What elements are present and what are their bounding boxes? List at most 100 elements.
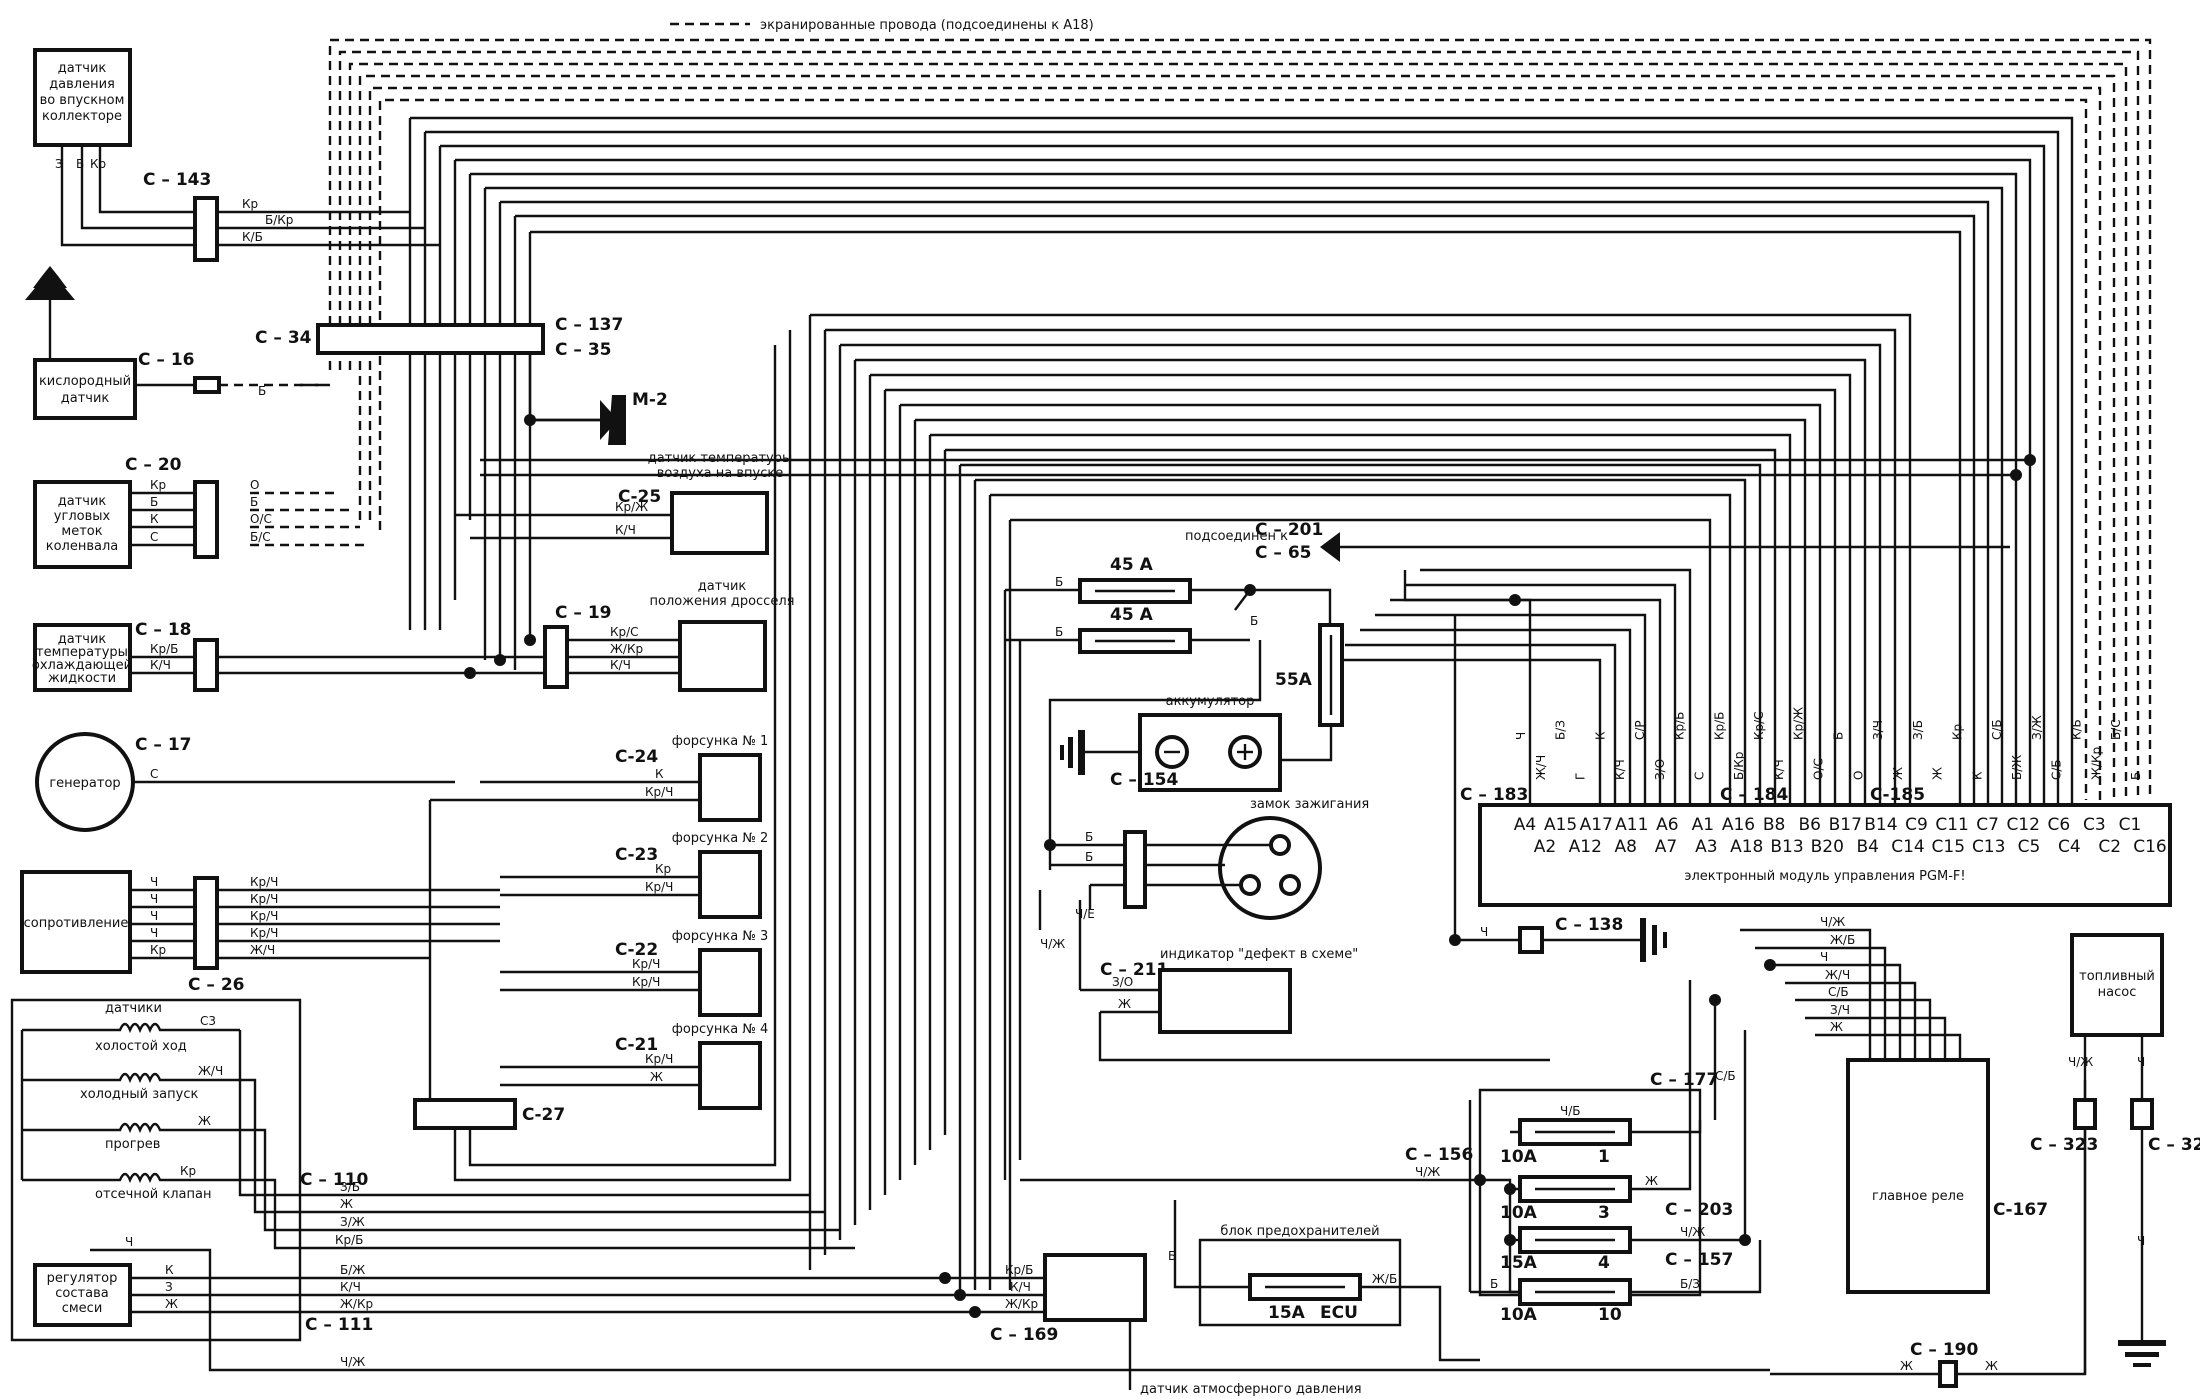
inj1-w2: Кр/Ч	[645, 785, 673, 799]
inj3-label: форсунка № 3	[672, 929, 769, 944]
ecu-pin-bottom-9: С14	[1891, 837, 1925, 857]
sensors-group-label: датчики	[105, 1001, 162, 1016]
fuse10-wire: Б/З	[1680, 1277, 1700, 1291]
res-w5: Кр	[150, 943, 166, 957]
mix-w7: Ч/Ж	[340, 1355, 365, 1369]
baro-box	[1043, 1253, 1147, 1322]
map-sensor-label-1: датчик	[58, 61, 107, 76]
c324-connector	[2130, 1098, 2154, 1130]
relay-w8: С/Б	[1715, 1069, 1736, 1083]
res-w1: Ч	[150, 875, 158, 889]
inj2-w1: Кр	[655, 862, 671, 876]
injectors: С-24 форсунка № 1 К Кр/Ч С-23 форсунка №…	[428, 734, 769, 1110]
ecu-pin-bottom-4: А3	[1695, 837, 1717, 857]
map-sensor-label-3: во впускном	[40, 93, 125, 108]
ecu-pin-bottom-6: В13	[1770, 837, 1803, 857]
oxygen-sensor-symbol	[25, 266, 75, 360]
res-w2: Ч	[150, 892, 158, 906]
map-sensor: датчик давления во впускном коллекторе З…	[33, 48, 440, 262]
res-w4: Ч	[150, 926, 158, 940]
relay-w7: Ж	[1830, 1020, 1843, 1034]
idle-label: холостой ход	[95, 1039, 187, 1054]
ecu-pin-bottom-13: С4	[2058, 837, 2081, 857]
c203-label: С – 203	[1665, 1200, 1733, 1220]
pump-w1: Ч/Ж	[2068, 1055, 2093, 1069]
crank-w2: Б	[150, 495, 158, 509]
tps-box	[678, 620, 767, 692]
o2-label-2: датчик	[61, 391, 110, 406]
c177-label: С – 177	[1650, 1070, 1718, 1090]
ecu-pin-top-6: А16	[1722, 815, 1755, 835]
crank-w6: Б	[250, 495, 258, 509]
ecu-pin-bottom-8: В4	[1856, 837, 1878, 857]
ecu-wire-label-14: Кр/Ж	[1792, 707, 1806, 740]
ecu-wire-label-27: С/Б	[2050, 759, 2064, 780]
ecu-wire-label-6: С/Р	[1633, 720, 1647, 740]
generator: генератор С – 17 С	[35, 732, 455, 832]
baro-w1: Кр/Б	[1005, 1263, 1033, 1277]
fault-indicator-box	[1158, 968, 1292, 1034]
warmup-label: прогрев	[105, 1137, 160, 1152]
c110-w2: Ж	[340, 1197, 353, 1211]
fuse10a10n-label: 10	[1598, 1305, 1622, 1325]
ecu-wire-label-4: К	[1593, 731, 1607, 740]
sens-w1: С3	[200, 1014, 216, 1028]
relay-w1: Ч/Ж	[1820, 915, 1845, 929]
c22-label: С-22	[615, 940, 658, 960]
fault-indicator-label: индикатор "дефект в схеме"	[1160, 947, 1358, 962]
ecu-wire-label-29: Ж/Кр	[2089, 747, 2103, 780]
iat-w1: Кр/Ж	[615, 500, 648, 514]
mix-w3: Ж	[165, 1297, 178, 1311]
coolant-label-2: температуры	[36, 645, 128, 660]
relay-w6: З/Ч	[1830, 1003, 1850, 1017]
fuse15a4-label: 15А	[1500, 1253, 1538, 1273]
mix-w1: К	[165, 1263, 174, 1277]
crank-w1: Кр	[150, 478, 166, 492]
mix-w4: Б/Ж	[340, 1263, 365, 1277]
ecu-fuse-out: Ж/Б	[1372, 1272, 1397, 1286]
c23-label: С-23	[615, 845, 658, 865]
wire-b-o2: Б	[258, 384, 266, 398]
ecu-wire-label-22: Кр	[1951, 724, 1965, 740]
fuel-pump-label-1: топливный	[2079, 969, 2155, 984]
ignition-label: замок зажигания	[1250, 797, 1369, 812]
sens-w3: Ж	[198, 1114, 211, 1128]
res-w7: Кр/Ч	[250, 892, 278, 906]
c26-label: С – 26	[188, 975, 244, 995]
ecu-wire-label-1: Ж/Ч	[1534, 755, 1548, 780]
c190-w1: Ж	[1900, 1359, 1913, 1373]
fuse10a3n-label: 3	[1598, 1203, 1610, 1223]
wire-kb-1: К/Б	[242, 230, 263, 244]
c26-connector	[193, 876, 219, 970]
c183-label: С – 183	[1460, 785, 1528, 805]
c110-w3: З/Ж	[340, 1215, 365, 1229]
c201-label: С – 201	[1255, 520, 1323, 540]
ecu-pin-top-9: В17	[1829, 815, 1862, 835]
fuse-ecu-b: ECU	[1320, 1303, 1358, 1323]
c18-label: С – 18	[135, 620, 191, 640]
c17-label: С – 17	[135, 735, 191, 755]
tps-w2: Ж/Кр	[610, 642, 643, 656]
mixture-label-3: смеси	[62, 1301, 103, 1316]
c190-label: С – 190	[1910, 1340, 1978, 1360]
iat-label-2: воздуха на впуске	[657, 466, 783, 481]
c185-label: С-185	[1870, 785, 1925, 805]
relay-w3: Ч	[1820, 950, 1828, 964]
wire-bkr-1: Б/Кр	[265, 213, 293, 227]
fuse-block-label: блок предохранителей	[1220, 1224, 1379, 1239]
fuel-pump-box	[2070, 933, 2164, 1037]
inj1-label: форсунка № 1	[672, 734, 769, 749]
main-relay: главное реле С-167 Ч/Ж Ж/Б Ч Ж/Ч С/Б З/Ч…	[1709, 915, 2048, 1294]
c110-w4: Кр/Б	[335, 1233, 363, 1247]
gen-wire: С	[150, 767, 158, 781]
c324-label: С – 324	[2148, 1135, 2200, 1155]
main-relay-label: главное реле	[1872, 1189, 1964, 1204]
ecu-pin-top-8: В6	[1798, 815, 1820, 835]
c110-label: С – 110	[300, 1170, 368, 1190]
fuse3-wire: Ж	[1645, 1174, 1658, 1188]
sens-w4: Кр	[180, 1164, 196, 1178]
tps-label-1: датчик	[698, 579, 747, 594]
